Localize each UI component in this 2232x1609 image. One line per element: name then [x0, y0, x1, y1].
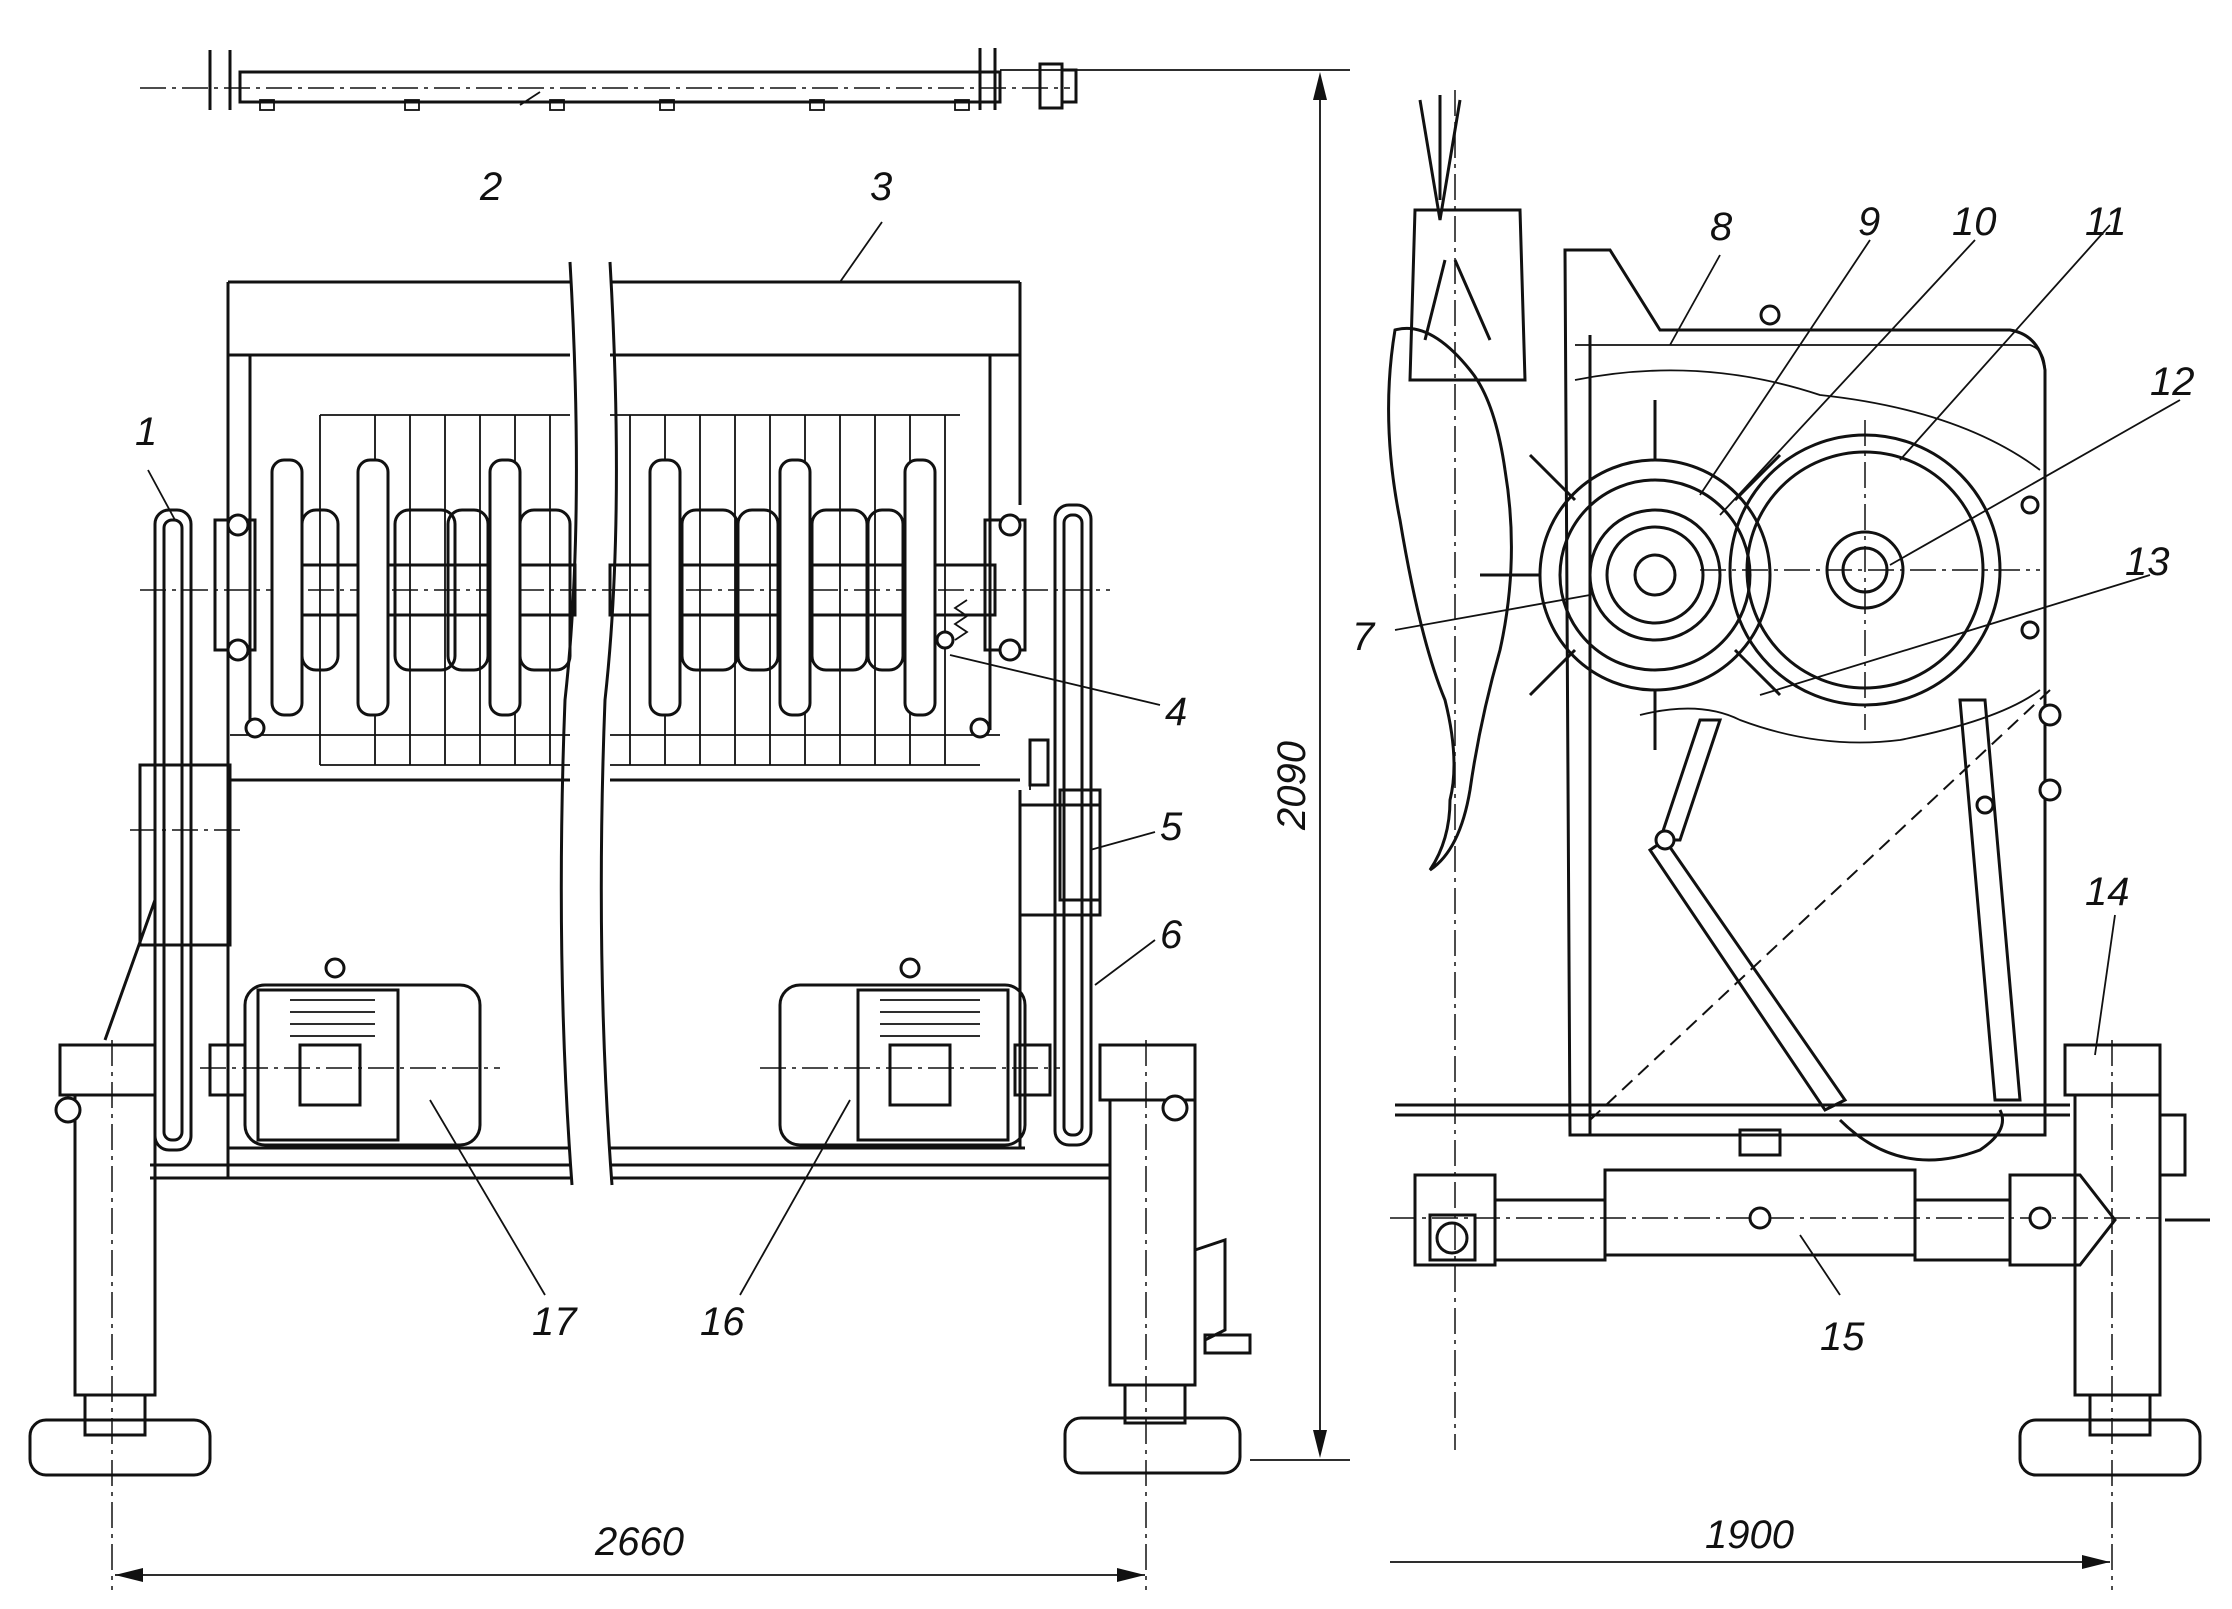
motor-17: [200, 957, 500, 1147]
left-leg: [28, 1040, 212, 1590]
break-lines: [559, 261, 618, 1186]
callout-8: 8: [1710, 205, 1733, 249]
dimension-height: 2090: [1270, 741, 1314, 831]
left-belt-drive: [103, 508, 240, 1152]
callout-17: 17: [532, 1300, 578, 1344]
upper-housing: [226, 280, 1022, 1178]
callout-5: 5: [1160, 805, 1183, 849]
right-belt-drive: [1018, 503, 1102, 1147]
dimension-width-front: 2660: [594, 1520, 684, 1564]
callout-13: 13: [2125, 540, 2170, 584]
callout-2: 2: [479, 165, 502, 209]
callout-1: 1: [135, 410, 157, 454]
dimension-width-side: 1900: [1705, 1513, 1794, 1557]
conveyor-rail: [140, 48, 1078, 111]
linkage-levers: [1647, 495, 2062, 1112]
callout-14: 14: [2085, 870, 2130, 914]
callout-15: 15: [1820, 1315, 1865, 1359]
leader-lines: [147, 91, 2181, 1296]
callout-12: 12: [2150, 360, 2195, 404]
callout-3: 3: [870, 165, 892, 209]
right-leg: [1063, 1040, 1252, 1590]
dimension-lines: [115, 69, 2110, 1582]
side-view: [1387, 90, 2210, 1590]
callout-4: 4: [1165, 690, 1187, 734]
callout-11: 11: [2085, 200, 2127, 244]
callout-16: 16: [700, 1300, 745, 1344]
callout-7: 7: [1352, 615, 1376, 659]
dimension-labels: 2660 1900 2090: [594, 741, 1794, 1564]
callout-9: 9: [1858, 200, 1880, 244]
drive-base: [150, 778, 1110, 1180]
beater-shaft: [140, 458, 1110, 739]
scalding-casing: [1563, 248, 2051, 1137]
motor-16: [760, 957, 1060, 1147]
side-leg: [2018, 1040, 2210, 1590]
callout-10: 10: [1952, 200, 1997, 244]
front-view: [28, 261, 1252, 1590]
callout-labels: 1 2 3 4 5 6 7 8 9 10 11 12 13 14 15 16 1…: [135, 165, 2195, 1359]
bottom-tray: [1395, 1103, 2070, 1162]
beater-rotor: [1480, 400, 1782, 750]
callout-6: 6: [1160, 913, 1183, 957]
drive-gear: [1700, 420, 2040, 730]
base-frame: [1390, 1168, 2160, 1267]
carcass-hanger: [1387, 90, 1527, 1450]
